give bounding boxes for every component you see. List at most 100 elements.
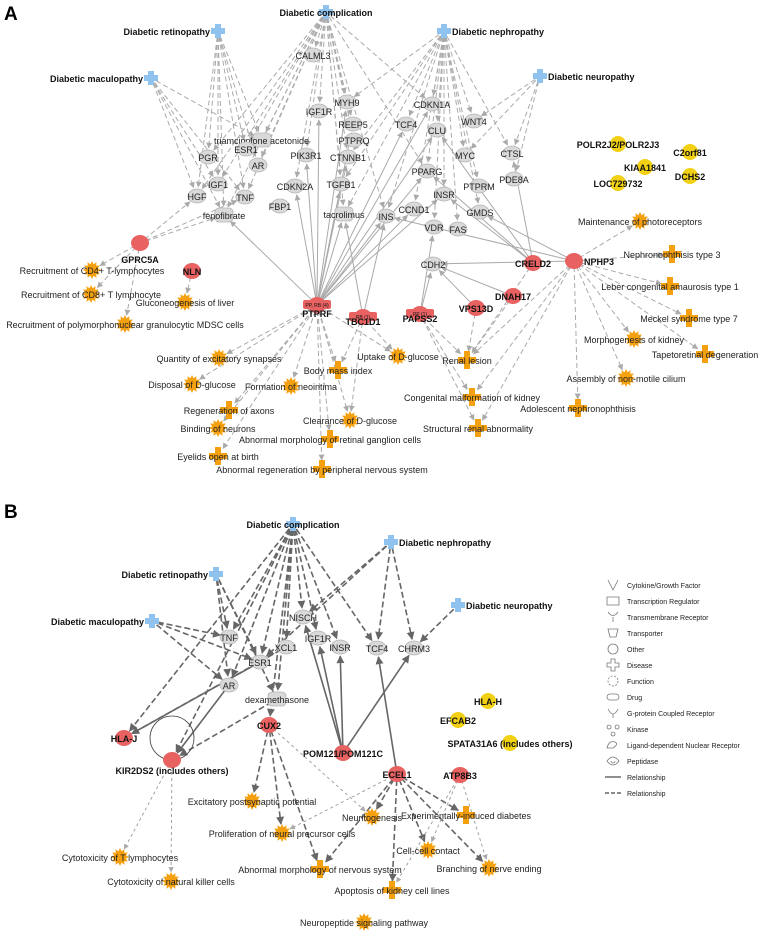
gene-shape-icon [610,136,626,152]
function-icon [355,913,373,931]
panel-b-edges [123,528,488,883]
a-node-maint_photo: Maintenance of photoreceptors [578,212,703,230]
function-icon [111,848,129,866]
a-node-binding: Binding of neurons [180,419,256,437]
a-edge-dret-pgr [206,36,219,149]
a-node-rec_cd4: Recruitment of CD4+ T-lymphocytes [20,261,165,279]
a-node-tcf4: TCF4 [395,116,417,132]
node-label: TNF [236,193,254,203]
b-node-nisch: NISCH [289,609,317,625]
gene-shape-icon [469,178,489,194]
gene-shape-icon [396,116,416,132]
disease-icon [145,614,159,628]
node-label: Meckel syndrome type 7 [640,314,738,324]
b-edge-dret-ar [215,579,232,677]
b-node-hlah: HLA-H [474,693,502,709]
function-icon [607,675,619,687]
function-icon [183,375,201,393]
disease-icon [211,24,225,38]
gene-shape-icon [424,219,444,235]
node-label: CHRM3 [398,644,430,654]
b-edge-dret-dexa [217,579,274,692]
a-edge-dret-esr1 [218,36,246,141]
node-label: CLU [428,126,446,136]
disease-icon [469,419,487,437]
node-label: Disposal of D-glucose [148,380,236,390]
a-edge-dnah17-cdh2 [440,266,508,295]
a-edge-dmac-hgf [152,83,195,189]
a-node-ar: AR [248,157,268,173]
a-edge-nphp3-tapeto [578,264,699,350]
node-label: AR [252,161,265,171]
legend-label: Relationship [627,791,666,798]
a-edge-gprc5a-hgf [144,201,191,240]
node-label: Recruitment of CD8+ T lymphocyte [21,290,161,300]
disease-icon [696,345,714,363]
a-edge-dneu-ctsl [514,81,539,146]
a-edge-dret-triam [219,36,260,133]
function-icon [82,285,100,303]
node-label: INSR [329,643,351,653]
a-edge-nphp3-morph_kidney [577,265,629,333]
node-label: CDH2 [421,260,446,270]
node-label: EFCAB2 [440,716,476,726]
gene-shape-icon [115,730,133,746]
b-node-cellcell: Cell-cell contact [396,841,460,859]
b-node-atp8b3: ATP8B3 [443,767,477,783]
node-label: INS [378,212,393,222]
a-edge-dneu-wnt4 [480,78,536,117]
a-edge-dnep-ins [387,36,443,208]
function-icon [243,792,261,810]
a-edge-nphp3-nephronoph3 [579,252,664,262]
a-edge-ptprf-cdkn2a [294,194,317,300]
a-node-igf1r: IGF1R [306,103,333,119]
node-label: Formation of neointima [245,382,337,392]
gene-shape-icon [448,221,468,237]
gene-shape-icon [434,186,454,202]
a-node-clearance: Clearance of D-glucose [303,411,397,429]
legend-row: Peptidase [606,756,658,766]
a-node-reep5: REEP5 [338,116,368,132]
node-label: PTPRF [302,309,332,319]
legend-label: Kinase [627,727,649,734]
a-edge-dcomp-ins [327,17,385,208]
node-label: Apoptosis of kidney cell lines [334,886,450,896]
node-label: CRELD2 [515,259,551,269]
a-node-igf1: IGF1 [208,176,228,192]
node-label: ATP8B3 [443,771,477,781]
b-edge-ecel1-apoptosis [388,779,398,882]
node-tag: PP (1) [413,312,427,318]
a-node-fas: FAS [448,221,468,237]
b-edge-dcomp-xcl1 [282,529,294,639]
cytokine-icon [607,579,619,591]
a-edge-ptprf-ins [320,222,381,301]
a-edge-ptprf-clu [319,136,433,301]
a-edge-papss2-vdr [420,235,435,309]
b-edge-pom121-nisch [303,624,343,748]
gene-shape-icon [334,745,352,761]
node-label: PGR [198,153,218,163]
disease-icon [311,860,329,878]
node-label: PIK3R1 [290,151,321,161]
node-label: WNT4 [461,117,487,127]
a-node-clu: CLU [427,122,447,138]
b-node-pom121: POM121/POM121C [303,745,384,761]
a-edge-nphp3-ins [394,216,569,261]
a-node-pparg: PPARG [412,163,442,179]
node-label: HLA-J [111,734,138,744]
a-edge-nphp3-struct_renal [482,265,572,421]
node-label: POLR2J2/POLR2J3 [577,140,660,150]
legend-row: Relationship [605,775,666,782]
node-label: CUX2 [257,721,281,731]
node-label: ESR1 [234,145,258,155]
a-node-regen_axons: Regeneration of axons [184,401,275,419]
node-label: DCHS2 [675,172,706,182]
a-edge-ptprf-retinal_gc [317,310,332,431]
a-node-myc: MYC [455,147,476,163]
a-node-ctsl: CTSL [500,145,524,161]
a-edge-tbc1d1-tacrolimus [343,222,363,312]
a-edge-dnep-tgfb1 [345,35,442,178]
a-edge-papss2-cdh2 [421,272,433,309]
node-label: C2orf81 [673,148,707,158]
